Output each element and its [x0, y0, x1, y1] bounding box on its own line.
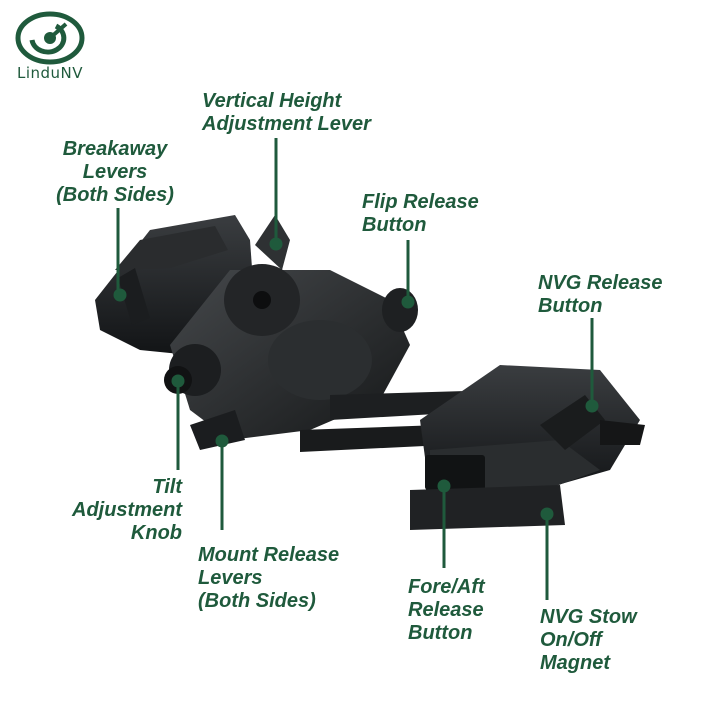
callout-vertical-height-lever: Vertical Height Adjustment Lever: [202, 90, 371, 135]
callout-nvg-release-button: NVG Release Button: [538, 272, 663, 317]
callout-tilt-adjustment-knob: Tilt Adjustment Knob: [72, 476, 182, 544]
callout-mount-release-levers: Mount Release Levers (Both Sides): [198, 544, 340, 612]
nvg-mount-head: [410, 365, 645, 530]
brand-name: LinduNV: [16, 64, 84, 82]
callout-flip-release-button: Flip Release Button: [362, 191, 479, 236]
brand-logo-icon: [15, 11, 85, 65]
callout-nvg-stow-magnet: NVG Stow On/Off Magnet: [540, 606, 637, 674]
callout-breakaway-levers: Breakaway Levers (Both Sides): [56, 138, 174, 206]
callout-fore-aft-release-button: Fore/Aft Release Button: [408, 576, 485, 644]
